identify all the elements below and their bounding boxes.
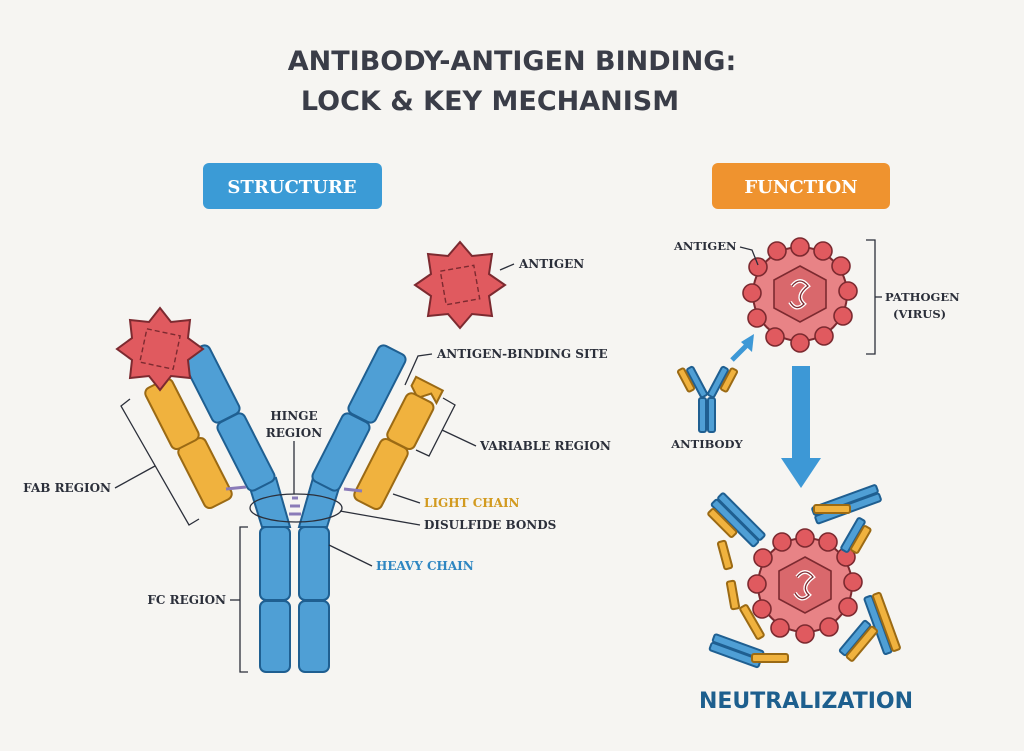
bound-antibodies: [707, 484, 901, 669]
pathogen-label-line2: (VIRUS): [893, 307, 946, 321]
antigen-binding-site-label: ANTIGEN-BINDING SITE: [436, 347, 608, 361]
fab-region-label: FAB REGION: [23, 481, 111, 495]
small-antibody: [676, 365, 739, 433]
hinge: [248, 476, 343, 528]
function-antigen-label: ANTIGEN: [673, 239, 737, 253]
heavy-chain-label: HEAVY CHAIN: [376, 559, 474, 573]
structure-badge: STRUCTURE: [203, 163, 382, 209]
fc-stem: [259, 526, 330, 673]
antigen-label: ANTIGEN: [518, 257, 584, 271]
structure-badge-label: STRUCTURE: [227, 177, 356, 198]
variable-region-label: VARIABLE REGION: [479, 439, 611, 453]
virus-neutralized: [747, 528, 863, 644]
pathogen-label-line1: PATHOGEN: [885, 290, 960, 304]
structure-annotations: ANTIGEN ANTIGEN-BINDING SITE HINGE REGIO…: [23, 257, 611, 673]
fc-region-label: FC REGION: [147, 593, 226, 607]
antibody-structure: [115, 240, 507, 673]
free-antigen-star: [413, 240, 507, 330]
function-badge-label: FUNCTION: [744, 177, 857, 198]
light-chain-label: LIGHT CHAIN: [424, 496, 520, 510]
function-panel: ANTIGEN PATHOGEN (VIRUS) ANTIBODY: [670, 237, 960, 714]
hinge-label-line1: HINGE: [270, 409, 317, 423]
function-badge: FUNCTION: [712, 163, 890, 209]
down-arrow: [781, 366, 821, 488]
title-line-2: LOCK & KEY MECHANISM: [301, 86, 679, 117]
left-arm-light-chain: [144, 377, 247, 510]
antibody-label: ANTIBODY: [670, 437, 743, 451]
title-line-1: ANTIBODY-ANTIGEN BINDING:: [288, 46, 737, 77]
right-arm-heavy-chain: [311, 344, 407, 492]
bound-antigen-star: [115, 306, 205, 392]
right-arm-light-chain: [343, 375, 445, 511]
neutralization-label: NEUTRALIZATION: [699, 689, 913, 714]
small-arrow: [741, 334, 754, 352]
hinge-label-line2: REGION: [266, 426, 322, 440]
virus-top: [742, 237, 858, 353]
disulfide-bonds-label: DISULFIDE BONDS: [424, 518, 556, 532]
